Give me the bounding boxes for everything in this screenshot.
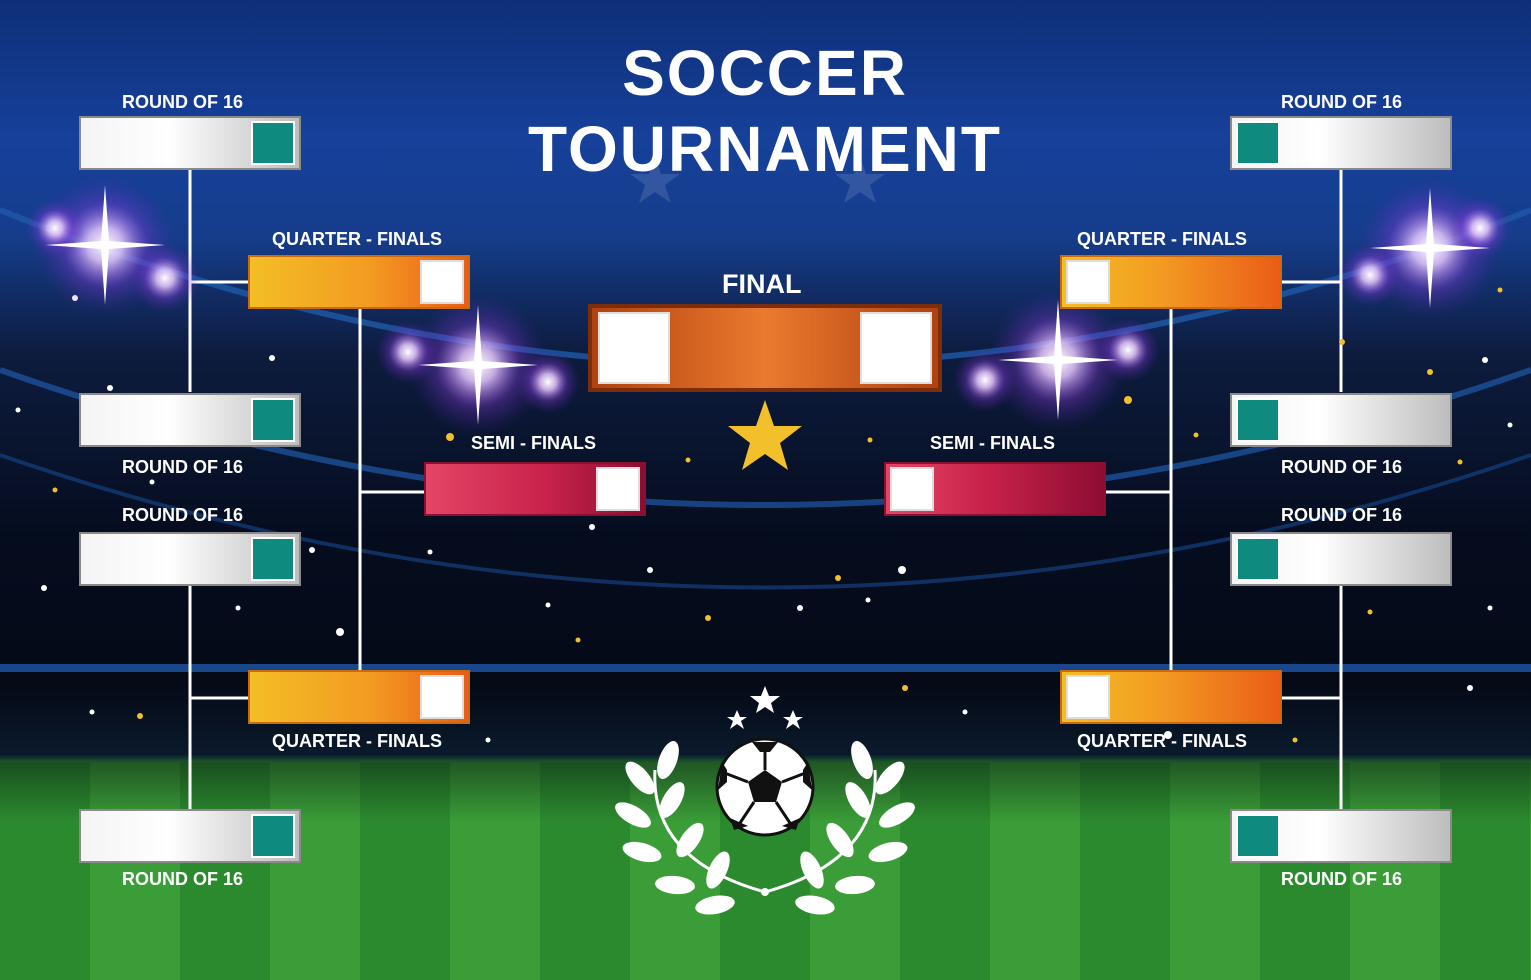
round-of-16-slot[interactable] xyxy=(79,809,301,863)
stadium-light-icon xyxy=(953,290,1160,430)
round-of-16-label: ROUND OF 16 xyxy=(1281,92,1403,112)
round-of-16-slot[interactable] xyxy=(1230,809,1452,863)
page-title-line-1: SOCCER xyxy=(622,37,908,109)
quarter-finals-label: QUARTER - FINALS xyxy=(272,229,442,249)
team-slot[interactable] xyxy=(251,814,295,858)
team-slot[interactable] xyxy=(251,398,295,442)
star-icon xyxy=(727,686,803,729)
quarter-final-slot[interactable] xyxy=(248,255,470,309)
stadium-band xyxy=(0,664,1531,672)
team-slot[interactable] xyxy=(860,312,932,384)
team-slot[interactable] xyxy=(1066,675,1110,719)
quarter-final-slot[interactable] xyxy=(1060,670,1282,724)
round-of-16-label: ROUND OF 16 xyxy=(1281,869,1403,889)
round-of-16-label: ROUND OF 16 xyxy=(122,505,244,525)
semi-final-slot[interactable] xyxy=(424,462,646,516)
stadium-light-icon xyxy=(25,175,200,315)
team-slot[interactable] xyxy=(1236,814,1280,858)
stadium-arc xyxy=(0,453,1531,590)
laurel-wreath-icon xyxy=(615,740,915,915)
round-of-16-slot[interactable] xyxy=(1230,393,1452,447)
stadium-light-icon xyxy=(1338,178,1512,318)
quarter-final-slot[interactable] xyxy=(1060,255,1282,309)
faint-star-icon xyxy=(630,156,885,203)
semi-finals-label: SEMI - FINALS xyxy=(471,433,596,453)
team-slot[interactable] xyxy=(1236,398,1280,442)
soccer-ball-icon xyxy=(715,737,815,837)
team-slot[interactable] xyxy=(420,260,464,304)
semi-final-slot[interactable] xyxy=(884,462,1106,516)
team-slot[interactable] xyxy=(420,675,464,719)
page-title-line-2: TOURNAMENT xyxy=(528,113,1002,185)
team-slot[interactable] xyxy=(251,537,295,581)
final-label: FINAL xyxy=(722,269,802,299)
final-slot[interactable] xyxy=(588,304,942,392)
quarter-final-slot[interactable] xyxy=(248,670,470,724)
star-icon xyxy=(728,400,802,470)
round-of-16-label: ROUND OF 16 xyxy=(1281,505,1403,525)
round-of-16-label: ROUND OF 16 xyxy=(122,869,244,889)
quarter-finals-label: QUARTER - FINALS xyxy=(1077,731,1247,751)
semi-finals-label: SEMI - FINALS xyxy=(930,433,1055,453)
team-slot[interactable] xyxy=(251,121,295,165)
team-slot[interactable] xyxy=(1066,260,1110,304)
round-of-16-slot[interactable] xyxy=(79,116,301,170)
team-slot[interactable] xyxy=(1236,121,1280,165)
round-of-16-slot[interactable] xyxy=(1230,116,1452,170)
round-of-16-slot[interactable] xyxy=(1230,532,1452,586)
round-of-16-slot[interactable] xyxy=(79,393,301,447)
sparkle-icon xyxy=(52,287,1503,743)
team-slot[interactable] xyxy=(1236,537,1280,581)
team-slot[interactable] xyxy=(596,467,640,511)
team-slot[interactable] xyxy=(890,467,934,511)
stadium-light-icon xyxy=(376,295,580,435)
quarter-finals-label: QUARTER - FINALS xyxy=(1077,229,1247,249)
round-of-16-label: ROUND OF 16 xyxy=(122,92,244,112)
quarter-finals-label: QUARTER - FINALS xyxy=(272,731,442,751)
round-of-16-label: ROUND OF 16 xyxy=(1281,457,1403,477)
round-of-16-label: ROUND OF 16 xyxy=(122,457,244,477)
round-of-16-slot[interactable] xyxy=(79,532,301,586)
team-slot[interactable] xyxy=(598,312,670,384)
